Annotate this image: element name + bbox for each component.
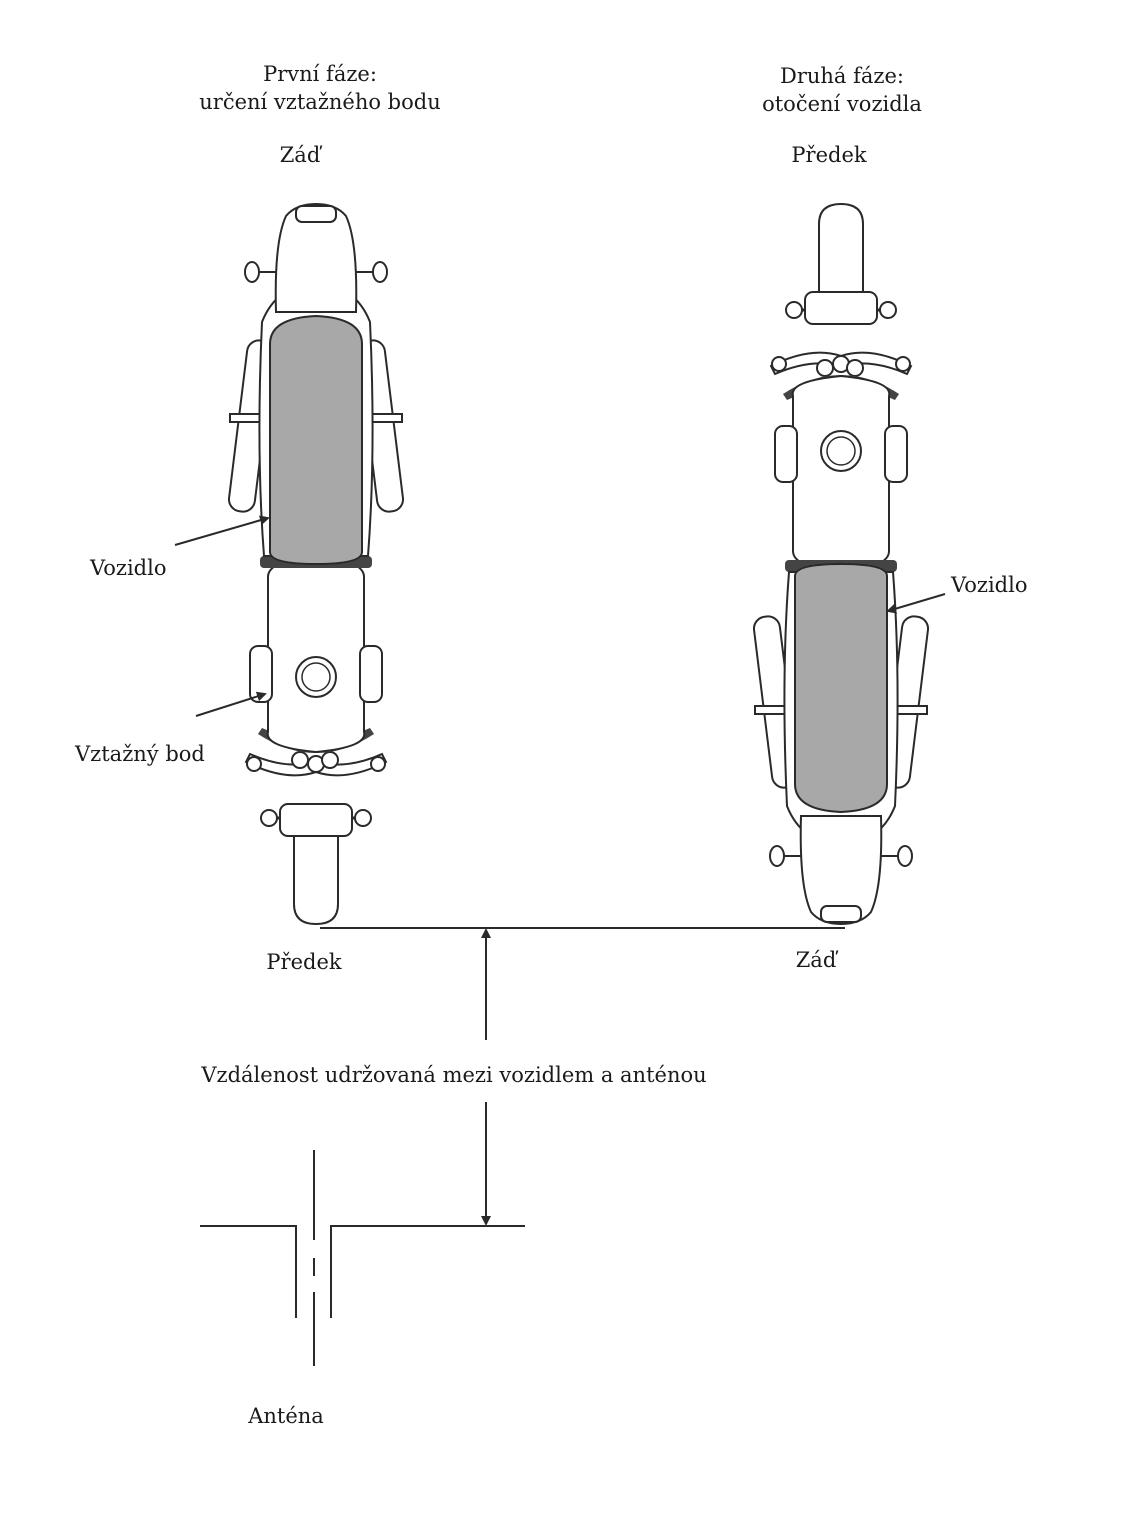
phase2-vehicle-label: Vozidlo bbox=[951, 573, 1028, 597]
phase1-title-line2: určení vztažného bodu bbox=[199, 90, 441, 114]
phase1-rear-label: Záď bbox=[279, 143, 321, 167]
reference-point-label: Vztažný bod bbox=[75, 742, 205, 766]
phase1-front-label: Předek bbox=[266, 950, 342, 974]
antenna-symbol bbox=[200, 1150, 525, 1366]
phase1-vehicle-label: Vozidlo bbox=[90, 556, 167, 580]
phase2-vehicle-arrow bbox=[886, 593, 946, 614]
phase2-motorcycle bbox=[751, 202, 931, 926]
reference-point-arrow bbox=[195, 691, 267, 717]
phase2-title-line1: Druhá fáze: bbox=[780, 64, 904, 88]
phase1-title-line1: První fáze: bbox=[263, 62, 377, 86]
phase2-title-line2: otočení vozidla bbox=[762, 92, 922, 116]
phase2-rear-label: Záď bbox=[795, 948, 837, 972]
antenna-label: Anténa bbox=[248, 1404, 324, 1428]
phase2-front-label: Předek bbox=[791, 143, 867, 167]
phase1-motorcycle bbox=[226, 202, 406, 926]
distance-label: Vzdálenost udržovaná mezi vozidlem a ant… bbox=[201, 1063, 707, 1087]
phase1-vehicle-arrow bbox=[174, 515, 270, 546]
